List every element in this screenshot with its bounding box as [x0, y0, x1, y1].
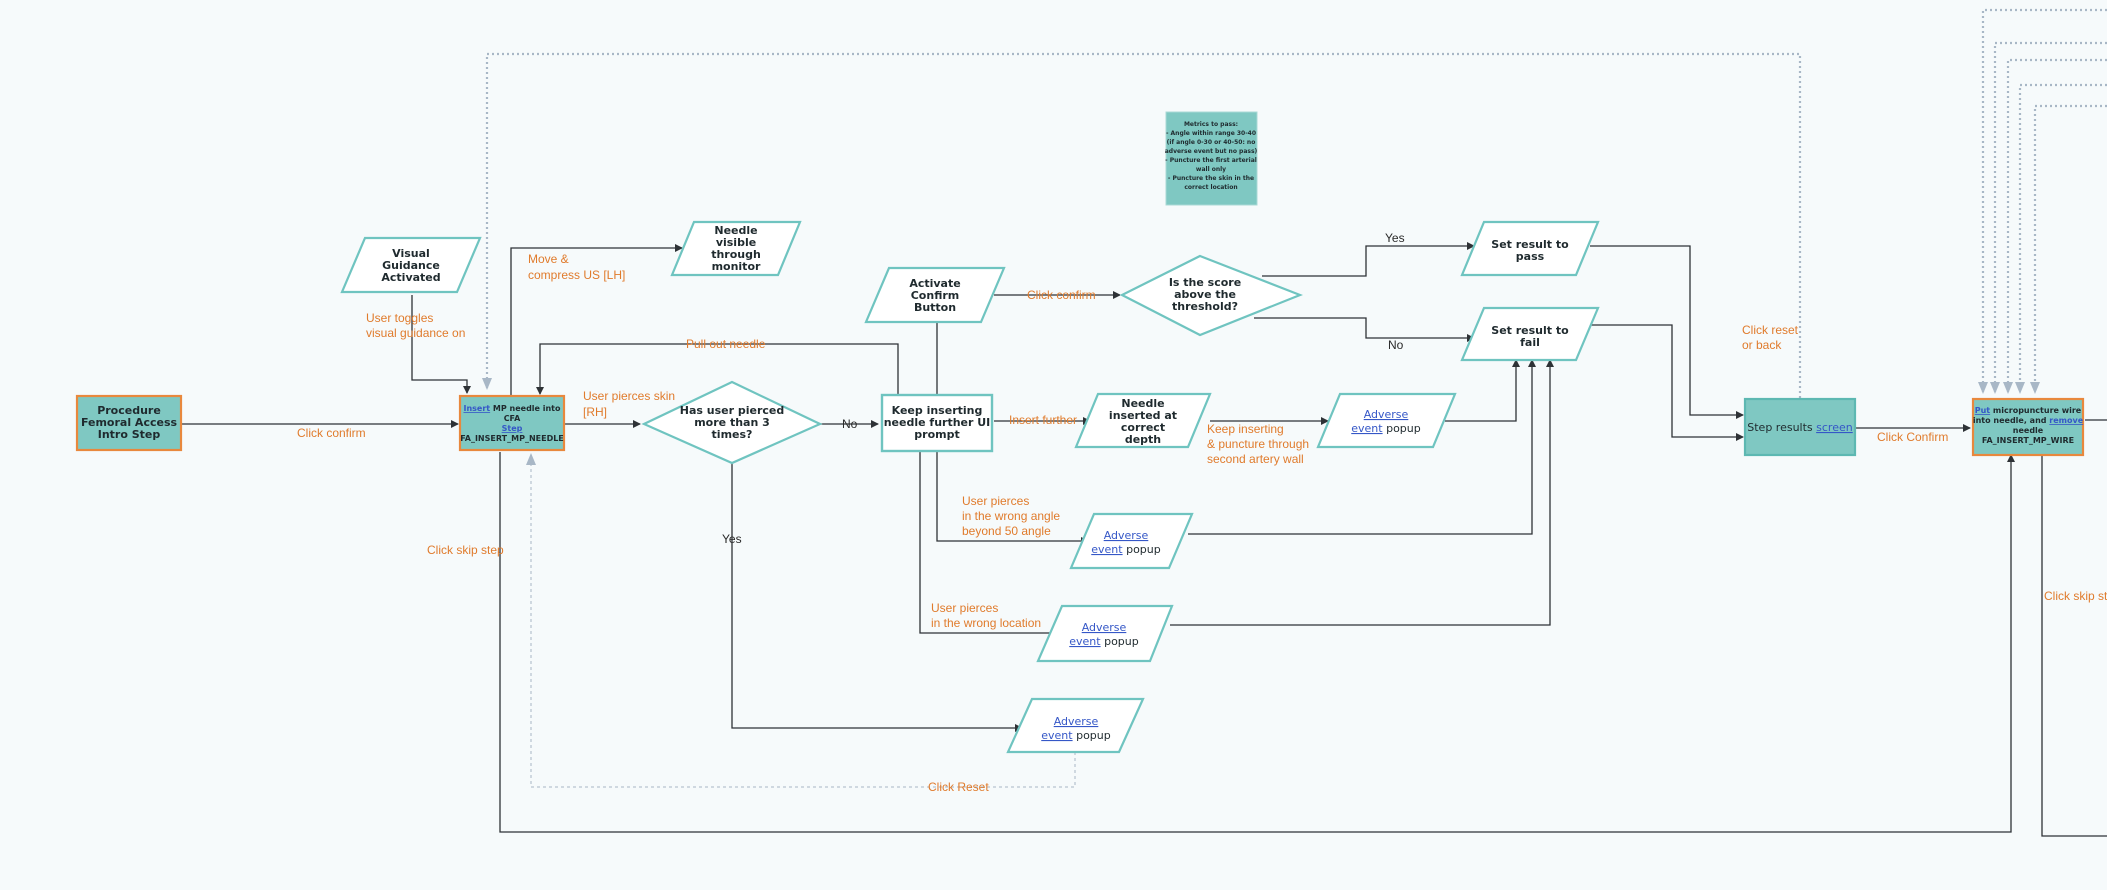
edge-click-reset-back	[482, 52, 1802, 398]
label-click-confirm-3: Click Confirm	[1877, 430, 1948, 444]
edge-dot-wire-3	[2003, 58, 2107, 394]
label-click-skip-step-right: Click skip ste	[2044, 589, 2107, 603]
label-no-score: No	[1388, 338, 1404, 352]
label-move-compress: Move &compress US [LH]	[528, 252, 625, 282]
svg-text:event popup: event popup	[1351, 422, 1421, 435]
metrics-note: Metrics to pass:- Angle within range 30-…	[1165, 111, 1258, 206]
edge-pierced-yes	[731, 463, 1023, 732]
edge-score-no	[1254, 317, 1475, 342]
edges	[181, 8, 2107, 837]
edge-keep-to-adverse2	[936, 452, 1089, 545]
edge-pass-to-results	[1590, 245, 1744, 419]
node-adverse-event-2[interactable]: Adverse event popup	[1069, 512, 1194, 570]
svg-text:Metrics to pass:- Angle within: Metrics to pass:- Angle within range 30-…	[1165, 121, 1258, 191]
svg-text:into needle, and remove: into needle, and remove	[1973, 416, 2084, 425]
svg-text:Adverse: Adverse	[1054, 715, 1099, 728]
edge-dot-wire-2	[1990, 41, 2107, 394]
edge-pull-out-needle	[536, 343, 899, 395]
edge-adverse2-to-fail	[1188, 359, 1536, 535]
label-click-skip-step: Click skip step	[427, 543, 504, 557]
svg-text:Adverse: Adverse	[1104, 529, 1149, 542]
label-yes-score: Yes	[1385, 231, 1405, 245]
label-click-confirm-2: Click confirm	[1027, 288, 1096, 302]
svg-text:Step results screen: Step results screen	[1747, 421, 1852, 434]
edge-skip-step-right	[2041, 455, 2107, 837]
node-adverse-event-4[interactable]: Adverse event popup	[1006, 697, 1145, 754]
svg-text:event popup: event popup	[1091, 543, 1161, 556]
svg-text:needle: needle	[2013, 426, 2044, 435]
svg-text:Adverse: Adverse	[1082, 621, 1127, 634]
svg-text:CFA: CFA	[504, 414, 521, 423]
edge-guidance-to-insert	[411, 295, 471, 394]
node-adverse-event-1[interactable]: Adverse event popup	[1316, 392, 1457, 449]
label-click-confirm-1: Click confirm	[297, 426, 366, 440]
node-step-results[interactable]: Step results screen	[1743, 397, 1857, 457]
svg-text:FA_INSERT_MP_NEEDLE: FA_INSERT_MP_NEEDLE	[460, 434, 564, 443]
svg-text:event popup: event popup	[1041, 729, 1111, 742]
label-no-pierced: No	[842, 417, 858, 431]
edge-click-reset	[526, 453, 1076, 788]
label-insert-further: Insert further	[1009, 413, 1077, 427]
edge-dot-wire-1	[1978, 8, 2107, 394]
node-insert-mp-needle[interactable]: Insert MP needle into CFA Step FA_INSERT…	[458, 394, 566, 452]
edge-score-yes	[1262, 242, 1475, 277]
svg-text:event popup: event popup	[1069, 635, 1139, 648]
svg-text:FA_INSERT_MP_WIRE: FA_INSERT_MP_WIRE	[1982, 436, 2074, 445]
label-user-pierces-skin: User pierces skin[RH]	[583, 389, 675, 419]
edge-adverse1-to-fail	[1445, 359, 1520, 422]
node-put-wire[interactable]: Put micropuncture wire into needle, and …	[1971, 397, 2085, 457]
svg-text:Step: Step	[502, 424, 523, 433]
edge-fail-to-results	[1585, 324, 1744, 441]
edge-keep-to-adverse3	[919, 452, 1061, 637]
svg-text:Put micropuncture wire: Put micropuncture wire	[1975, 406, 2082, 415]
label-pull-out-needle: Pull out needle	[686, 337, 766, 351]
svg-text:Insert MP needle into: Insert MP needle into	[463, 404, 561, 413]
edge-skip-step	[499, 452, 2015, 833]
svg-text:Adverse: Adverse	[1364, 408, 1409, 421]
edge-dot-wire-4	[2015, 83, 2107, 394]
node-adverse-event-3[interactable]: Adverse event popup	[1036, 604, 1174, 663]
edge-insert-to-needle-visible	[510, 244, 683, 396]
label-yes-pierced: Yes	[722, 532, 742, 546]
edge-adverse3-to-fail	[1170, 359, 1554, 626]
label-click-reset: Click Reset	[928, 780, 989, 794]
edge-dot-wire-5	[2030, 104, 2107, 394]
